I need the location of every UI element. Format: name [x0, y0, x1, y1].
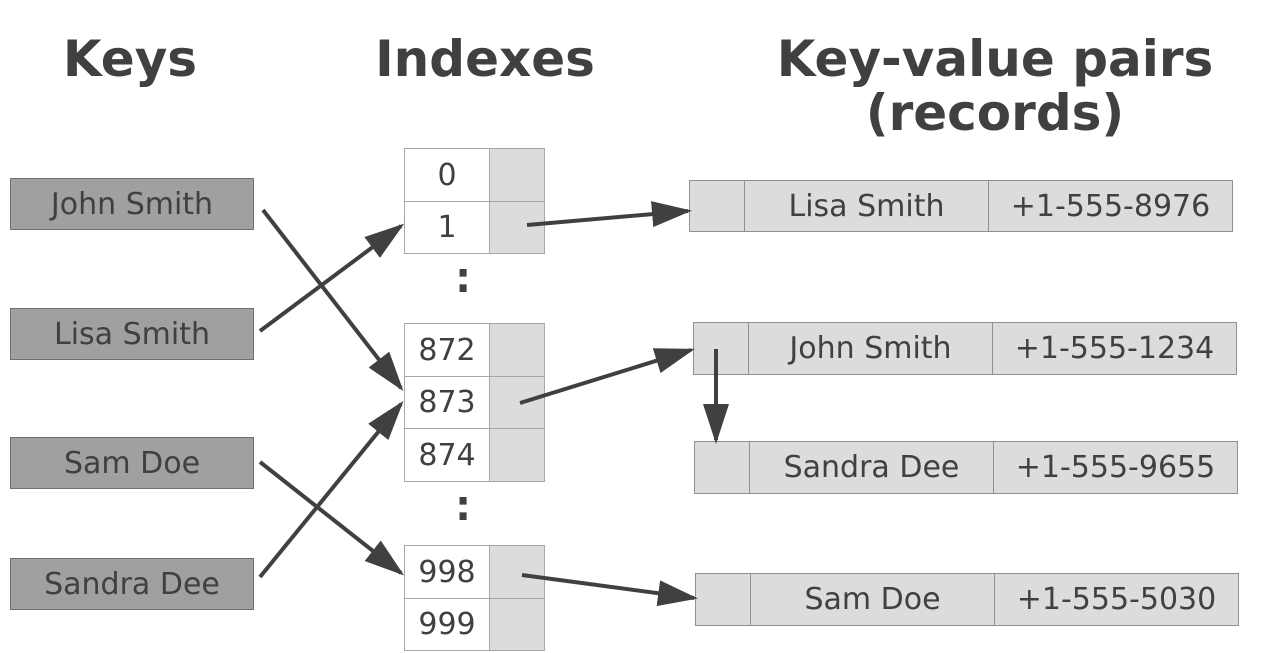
arrow-index-873-to-john-smith [519, 348, 695, 405]
index-ellipsis-upper: ∶ [457, 259, 469, 305]
index-874-pointer-cell [489, 428, 545, 482]
index-999-pointer-cell [489, 598, 545, 651]
record-sam-doe-phone: +1-555-5030 [994, 573, 1239, 626]
record-john-smith-phone: +1-555-1234 [992, 322, 1237, 375]
record-sandra-dee-next-cell [694, 441, 750, 494]
index-998-pointer-cell [489, 545, 545, 599]
key-sandra-dee: Sandra Dee [10, 558, 254, 610]
keys-heading: Keys [62, 30, 198, 88]
index-873-pointer-cell [489, 376, 545, 429]
key-sam-doe: Sam Doe [10, 437, 254, 489]
record-lisa-smith-name: Lisa Smith [744, 180, 989, 232]
record-lisa-smith-next-cell [689, 180, 745, 232]
index-1: 1 [404, 201, 490, 254]
arrow-index-1-to-lisa-smith [526, 201, 692, 228]
index-872-pointer-cell [489, 323, 545, 377]
key-john-smith: John Smith [10, 178, 254, 230]
records-heading: Key-value pairs (records) [776, 30, 1214, 142]
record-john-smith-name: John Smith [748, 322, 993, 375]
index-874: 874 [404, 428, 490, 482]
indexes-heading: Indexes [375, 30, 595, 88]
arrow-sam-doe-to-998 [258, 460, 405, 576]
index-ellipsis-lower: ∶ [457, 487, 469, 533]
index-0-pointer-cell [489, 148, 545, 202]
arrow-sandra-dee-to-873 [258, 400, 404, 579]
record-john-smith-next-cell [693, 322, 749, 375]
record-sandra-dee-name: Sandra Dee [749, 441, 994, 494]
index-1-pointer-cell [489, 201, 545, 254]
index-999: 999 [404, 598, 490, 651]
index-873: 873 [404, 376, 490, 429]
key-lisa-smith: Lisa Smith [10, 308, 254, 360]
record-sam-doe-next-cell [695, 573, 751, 626]
arrow-index-998-to-sam-doe [521, 573, 698, 607]
arrow-john-smith-to-873 [261, 208, 404, 392]
record-lisa-smith-phone: +1-555-8976 [988, 180, 1233, 232]
index-0: 0 [404, 148, 490, 202]
record-sam-doe-name: Sam Doe [750, 573, 995, 626]
record-sandra-dee-phone: +1-555-9655 [993, 441, 1238, 494]
arrow-lisa-smith-to-1 [258, 223, 405, 333]
index-998: 998 [404, 545, 490, 599]
index-872: 872 [404, 323, 490, 377]
